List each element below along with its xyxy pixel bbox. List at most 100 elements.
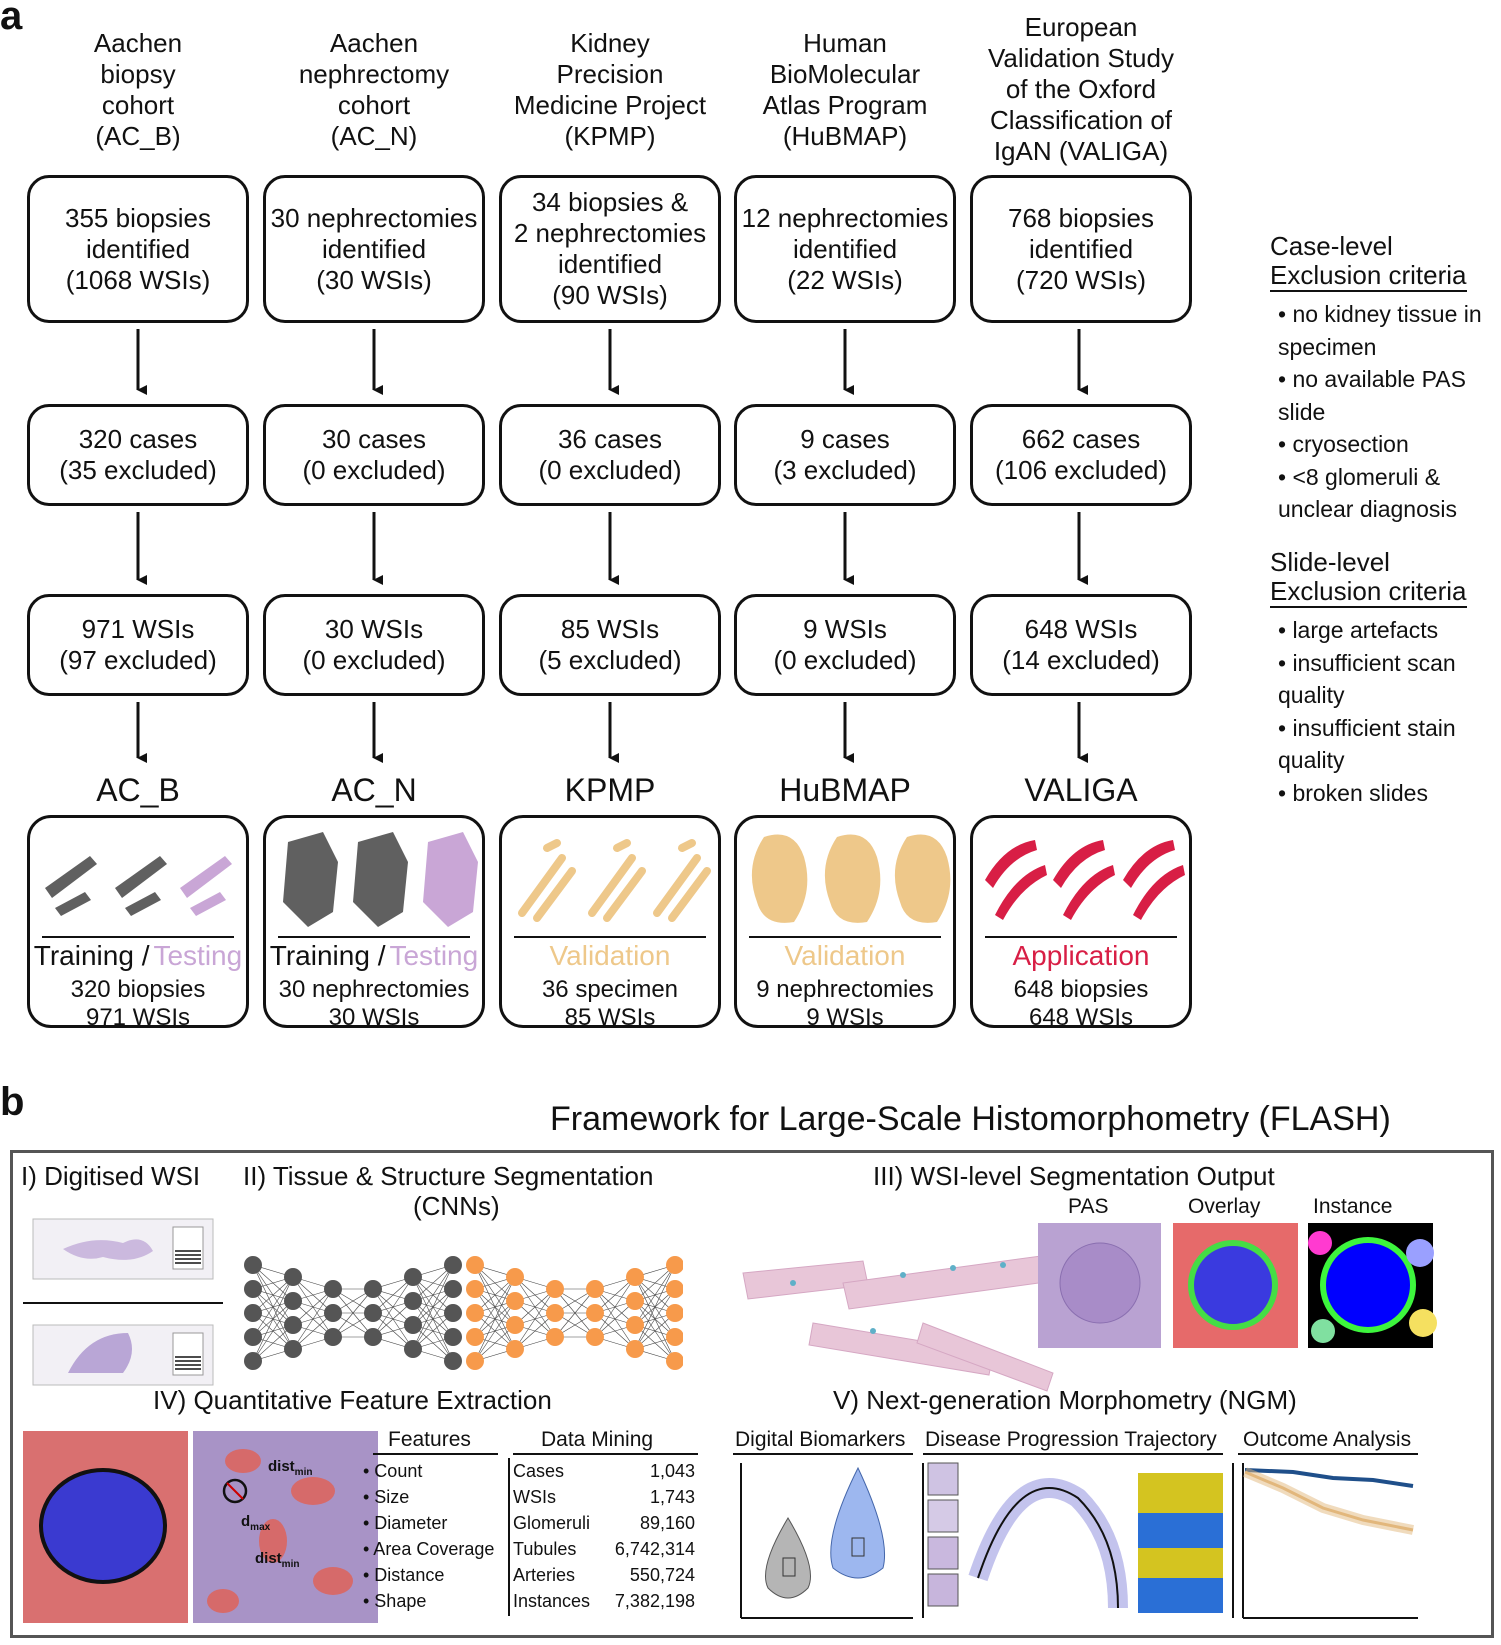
summary-wsis-1: 30 WSIs — [328, 1004, 420, 1031]
slide-criteria-list: • large artefacts • insufficient scan qua… — [1278, 614, 1498, 809]
summary-count-4: 648 biopsies — [1013, 976, 1149, 1003]
cases-box-2: 36 cases (0 excluded) — [499, 404, 721, 506]
cnn-node — [546, 1280, 564, 1298]
cnn-node — [626, 1268, 644, 1286]
cases-text-4: 662 cases (106 excluded) — [995, 424, 1167, 485]
case-criterion-2: • cryosection — [1278, 431, 1409, 457]
wsis-text-2: 85 WSIs (5 excluded) — [538, 614, 682, 675]
cases-text-3: 9 cases (3 excluded) — [773, 424, 917, 485]
cohort-label-4: VALIGA — [1024, 772, 1138, 808]
digital-biomarkers-label: Digital Biomarkers — [735, 1428, 906, 1451]
identified-text-0: 355 biopsies identified (1068 WSIs) — [65, 202, 211, 295]
case-criteria-title: Case-level Exclusion criteria — [1270, 231, 1467, 292]
cohort-label-0: AC_B — [96, 772, 180, 808]
cnn-node — [626, 1292, 644, 1310]
summary-role-1: Training /Testing — [266, 940, 482, 972]
summary-role-0: Training /Testing — [30, 940, 246, 972]
case-criterion-3: • <8 glomeruli & unclear diagnosis — [1278, 463, 1458, 523]
overlay-label: Overlay — [1188, 1195, 1261, 1218]
wsis-box-1: 30 WSIs (0 excluded) — [263, 594, 485, 696]
cnn-node — [626, 1340, 644, 1358]
case-criterion-1: • no available PAS slide — [1278, 366, 1466, 425]
dist-min-label-2: distmin — [255, 1550, 299, 1570]
feature-item-4: • Distance — [363, 1565, 445, 1585]
feature-item-3: • Area Coverage — [363, 1539, 495, 1559]
identified-box-4: 768 biopsies identified (720 WSIs) — [970, 175, 1192, 323]
cnn-node — [444, 1280, 462, 1298]
cnn-node — [666, 1352, 683, 1370]
dm-key-4: Arteries — [513, 1565, 576, 1585]
cnn-node — [284, 1340, 302, 1358]
cnn-node — [546, 1328, 564, 1346]
slide-criterion-0: • large artefacts — [1278, 617, 1439, 643]
cnn-node — [404, 1340, 422, 1358]
outcome-analysis-label: Outcome Analysis — [1243, 1428, 1412, 1451]
specimen-illustration-1 — [283, 832, 478, 927]
identified-text-3: 12 nephrectomies identified (22 WSIs) — [741, 202, 949, 295]
cnn-node — [586, 1280, 604, 1298]
cnn-node — [506, 1316, 524, 1334]
cases-text-2: 36 cases (0 excluded) — [538, 424, 682, 485]
dm-value-5: 7,382,198 — [614, 1591, 695, 1611]
summary-wsis-4: 648 WSIs — [1028, 1004, 1134, 1031]
cnn-node — [244, 1352, 262, 1370]
wsi-segmentation-image — [742, 1252, 1069, 1392]
dm-key-3: Tubules — [513, 1539, 577, 1559]
role-primary-1: Training / — [269, 940, 386, 971]
section-5-title: V) Next-generation Morphometry (NGM) — [833, 1385, 1297, 1415]
role-secondary-0: Testing — [153, 940, 243, 971]
summary-divider-4 — [985, 936, 1177, 938]
features-title: Features — [388, 1428, 471, 1451]
cnn-node — [666, 1256, 683, 1274]
summary-wsis-3: 9 WSIs — [806, 1004, 884, 1031]
identified-box-3: 12 nephrectomies identified (22 WSIs) — [734, 175, 956, 323]
ngm-plots — [740, 1462, 1418, 1619]
cnn-node — [444, 1328, 462, 1346]
cases-box-0: 320 cases (35 excluded) — [27, 404, 249, 506]
cnn-node — [466, 1304, 484, 1322]
slide-images — [23, 1218, 223, 1386]
cohort-label-3: HuBMAP — [779, 772, 911, 808]
cnn-node — [546, 1304, 564, 1322]
case-criteria-list: • no kidney tissue in specimen• no avail… — [1278, 298, 1498, 526]
data-mining-row: Arteries 550,724 — [513, 1562, 695, 1588]
feature-extraction-images: distmin dmax distmin — [23, 1431, 378, 1623]
cnn-node — [244, 1304, 262, 1322]
cases-box-4: 662 cases (106 excluded) — [970, 404, 1192, 506]
dm-value-4: 550,724 — [629, 1565, 695, 1585]
cnn-node — [244, 1280, 262, 1298]
cnn-node — [466, 1256, 484, 1274]
cohort-title-0: Aachen biopsy cohort (AC_B) — [93, 28, 183, 151]
features-list: • Count• Size• Diameter• Area Coverage• … — [363, 1458, 494, 1614]
cnn-node — [666, 1280, 683, 1298]
cohort-label-1: AC_N — [331, 772, 417, 808]
feature-item-2: • Diameter — [363, 1513, 448, 1533]
slide-criterion-1: • insufficient scan quality — [1278, 649, 1456, 709]
cnn-node — [404, 1316, 422, 1334]
summary-role-2: Validation — [502, 940, 718, 972]
identified-box-0: 355 biopsies identified (1068 WSIs) — [27, 175, 249, 323]
identified-text-4: 768 biopsies identified (720 WSIs) — [1008, 202, 1154, 295]
summary-count-3: 9 nephrectomies — [756, 976, 934, 1003]
identified-box-1: 30 nephrectomies identified (30 WSIs) — [263, 175, 485, 323]
cnn-node — [466, 1352, 484, 1370]
cases-text-1: 30 cases (0 excluded) — [302, 424, 446, 485]
dm-value-2: 89,160 — [639, 1513, 695, 1533]
section-4-title: IV) Quantitative Feature Extraction — [153, 1385, 552, 1415]
slide-criteria-title: Slide-level Exclusion criteria — [1270, 547, 1467, 608]
feature-item-1: • Size — [363, 1487, 410, 1507]
framework-title: Framework for Large-Scale Histomorphomet… — [550, 1100, 1391, 1138]
cohort-title-4: European Validation Study of the Oxford … — [988, 12, 1174, 166]
wsis-text-3: 9 WSIs (0 excluded) — [773, 614, 917, 675]
specimen-illustration-2 — [518, 839, 711, 922]
cnn-node — [586, 1304, 604, 1322]
wsis-box-3: 9 WSIs (0 excluded) — [734, 594, 956, 696]
